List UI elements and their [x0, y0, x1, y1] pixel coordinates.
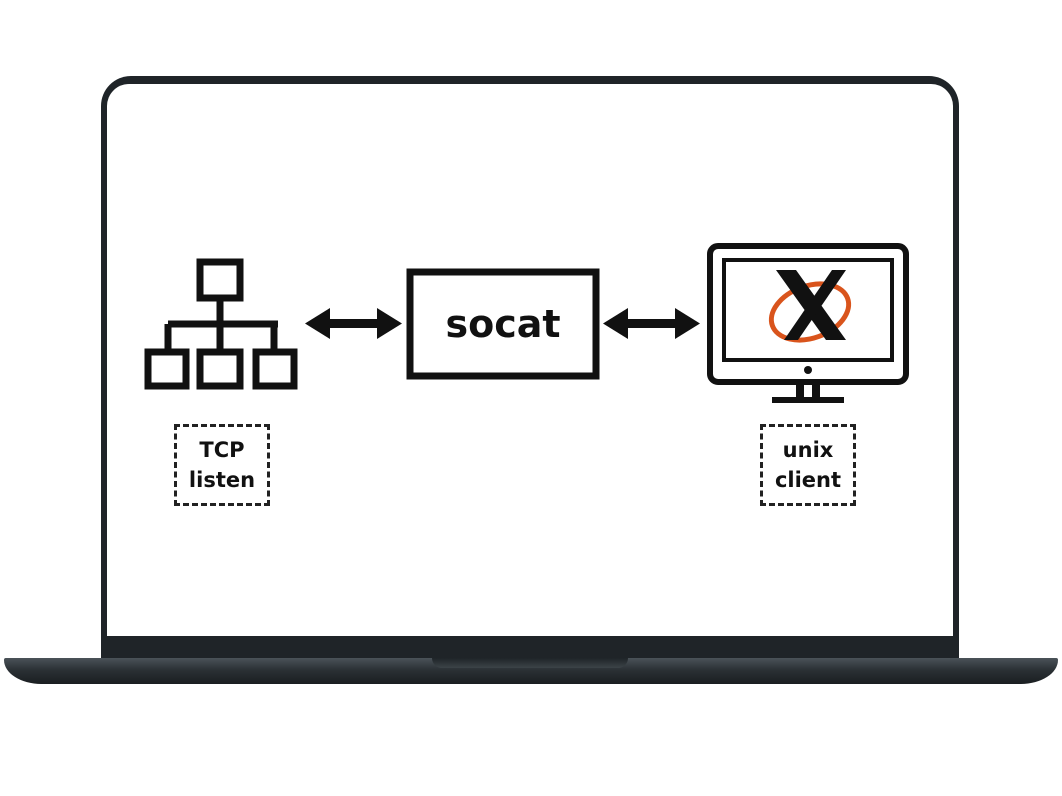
laptop-notch — [432, 658, 628, 668]
tcp-label-line2: listen — [188, 468, 256, 492]
x-window-monitor-icon — [707, 243, 909, 403]
socat-box — [406, 268, 600, 380]
double-arrow-icon — [603, 308, 700, 339]
tcp-listen-label: TCP listen — [174, 424, 270, 506]
double-arrow-icon — [305, 308, 402, 339]
unix-client-label: unix client — [760, 424, 856, 506]
unix-label-line2: client — [774, 468, 842, 492]
unix-label-line1: unix — [782, 438, 834, 462]
socat-label: socat — [445, 302, 561, 346]
network-hierarchy-icon — [144, 258, 298, 390]
tcp-label-line1: TCP — [199, 438, 245, 462]
